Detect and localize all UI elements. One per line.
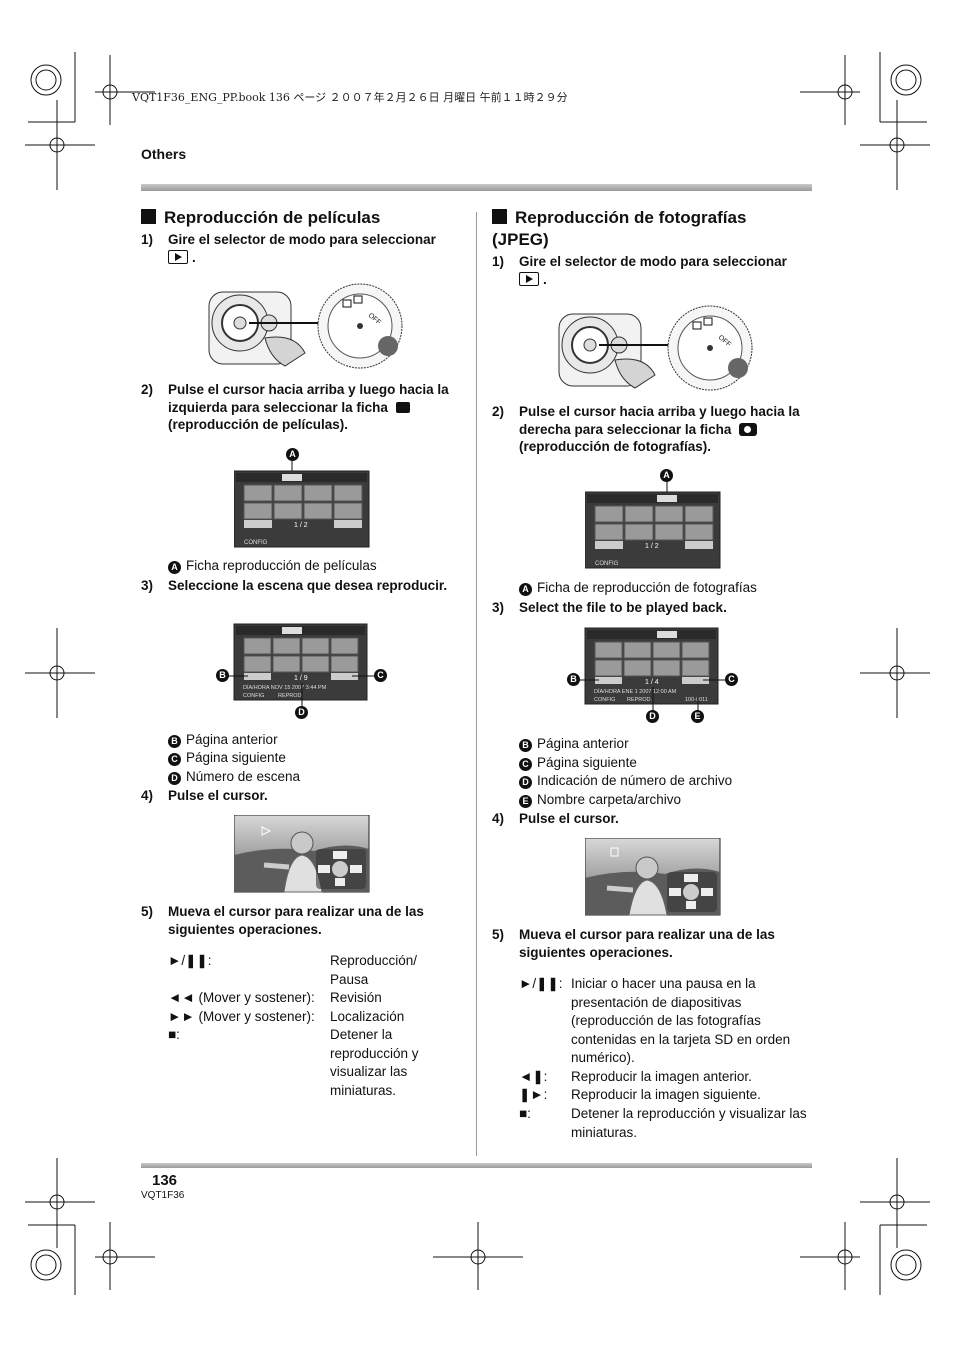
section-label: Others bbox=[141, 146, 187, 162]
playback-screen-movie bbox=[234, 815, 370, 893]
stop-icon bbox=[335, 878, 345, 886]
bottom-rule bbox=[141, 1163, 812, 1168]
right-op-desc-2: Reproducir la imagen anterior. bbox=[571, 1069, 752, 1084]
left-op-desc-4: Detener la reproducción y visualizar las… bbox=[330, 1027, 419, 1098]
left-step-5: 5) Mueva el cursor para realizar una de … bbox=[141, 904, 424, 937]
playback-screen-photo bbox=[585, 838, 721, 916]
registration-target-icon bbox=[30, 64, 62, 96]
right-step-1: 1) Gire el selector de modo para selecci… bbox=[492, 254, 787, 287]
callout-d: D bbox=[295, 706, 308, 719]
page-number: 136 bbox=[152, 1172, 178, 1189]
file-name-label: 100-0011 bbox=[685, 697, 708, 703]
square-bullet-icon bbox=[141, 209, 156, 224]
play-pause-icon bbox=[684, 874, 698, 882]
thumbnail-screen-files: 1 / 4 DÍA/HORA ENE 1 2007 12:00 AM CONFI… bbox=[579, 627, 725, 713]
next-image-icon bbox=[701, 888, 713, 896]
datetime-readout: DÍA/HORA NOV 15 2007 3:44 PM bbox=[243, 684, 327, 691]
left-op-key-3: ►► (Mover y sostener): bbox=[168, 1009, 315, 1024]
movie-camera-icon bbox=[395, 401, 410, 413]
page-indicator: 1 / 4 bbox=[645, 679, 659, 686]
right-step-2: 2) Pulse el cursor hacia arriba y luego … bbox=[492, 404, 800, 454]
top-rule bbox=[141, 184, 812, 191]
left-step-4: 4) Pulse el cursor. bbox=[141, 788, 268, 803]
right-op-key-3: ❚►: bbox=[519, 1087, 548, 1102]
callout-b: B bbox=[216, 669, 229, 682]
right-step-3: 3) Select the file to be played back. bbox=[492, 600, 727, 615]
thumbnail-screen-scenes: 1 / 9 DÍA/HORA NOV 15 2007 3:44 PM CONFI… bbox=[228, 623, 374, 709]
callout-b: B bbox=[567, 673, 580, 686]
document-code: VQT1F36 bbox=[141, 1190, 185, 1201]
play-pause-icon bbox=[333, 851, 347, 859]
column-divider bbox=[476, 212, 477, 1156]
thumbnail-screen-photos: 1 / 2 CONFIG bbox=[585, 482, 721, 569]
left-op-key-2: ◄◄ (Mover y sostener): bbox=[168, 990, 315, 1005]
left-heading: Reproducción de películas bbox=[141, 207, 471, 229]
right-op-key-2: ◄❚: bbox=[519, 1069, 548, 1084]
thumbnail-screen-movies: 1 / 2 CONFIG bbox=[234, 461, 370, 548]
repro-label: REPROD. bbox=[627, 697, 653, 703]
left-op-desc-2: Revisión bbox=[330, 990, 382, 1005]
fast-forward-icon bbox=[350, 865, 362, 873]
repro-label: REPROD. bbox=[278, 693, 304, 699]
left-op-key-4: ■: bbox=[168, 1027, 180, 1042]
callout-a: A bbox=[286, 448, 299, 461]
still-camera-icon bbox=[739, 422, 758, 436]
callout-c: C bbox=[374, 669, 387, 682]
left-step-1: 1) Gire el selector de modo para selecci… bbox=[141, 232, 436, 265]
registration-target-icon bbox=[890, 1249, 922, 1281]
right-step-4: 4) Pulse el cursor. bbox=[492, 811, 619, 826]
page-indicator: 1 / 2 bbox=[645, 543, 659, 550]
slideshow-icon bbox=[610, 847, 619, 857]
callout-c: C bbox=[725, 673, 738, 686]
registration-target-icon bbox=[30, 1249, 62, 1281]
camera-dial-illustration: OFF bbox=[558, 305, 753, 391]
rewind-icon bbox=[318, 865, 330, 873]
play-mode-icon bbox=[168, 249, 188, 264]
config-label: CONFIG bbox=[595, 561, 619, 567]
right-op-key-1: ►/❚❚: bbox=[519, 976, 563, 991]
play-mode-icon bbox=[519, 271, 539, 286]
page-indicator: 1 / 2 bbox=[294, 522, 308, 529]
config-label: CONFIG bbox=[243, 693, 264, 699]
right-step-5: 5) Mueva el cursor para realizar una de … bbox=[492, 927, 775, 960]
callout-d: D bbox=[646, 710, 659, 723]
callout-e: E bbox=[691, 710, 704, 723]
right-op-desc-4: Detener la reproducción y visualizar las… bbox=[571, 1106, 807, 1140]
right-op-desc-1: Iniciar o hacer una pausa en la presenta… bbox=[571, 976, 791, 1065]
left-op-key-1: ►/❚❚: bbox=[168, 953, 212, 968]
stop-icon bbox=[686, 901, 696, 909]
registration-target-icon bbox=[890, 64, 922, 96]
previous-image-icon bbox=[669, 888, 681, 896]
config-label: CONFIG bbox=[594, 697, 615, 703]
left-op-desc-3: Localización bbox=[330, 1009, 405, 1024]
square-bullet-icon bbox=[492, 209, 507, 224]
datetime-readout: DÍA/HORA ENE 1 2007 12:00 AM bbox=[594, 688, 677, 695]
camera-dial-illustration: OFF bbox=[208, 283, 403, 369]
callout-a: A bbox=[660, 469, 673, 482]
page-indicator: 1 / 9 bbox=[294, 675, 308, 682]
left-op-desc-1: Reproducción/ Pausa bbox=[330, 953, 418, 987]
book-meta: VQT1F36_ENG_PP.book 136 ページ ２００７年２月２６日 月… bbox=[132, 91, 568, 104]
left-step-3: 3) Seleccione la escena que desea reprod… bbox=[141, 578, 448, 593]
right-op-key-4: ■: bbox=[519, 1106, 531, 1121]
right-heading: Reproducción de fotografías (JPEG) bbox=[492, 208, 747, 249]
config-label: CONFIG bbox=[244, 540, 268, 546]
left-step-2: 2) Pulse el cursor hacia arriba y luego … bbox=[141, 382, 449, 432]
right-op-desc-3: Reproducir la imagen siguiente. bbox=[571, 1087, 761, 1102]
